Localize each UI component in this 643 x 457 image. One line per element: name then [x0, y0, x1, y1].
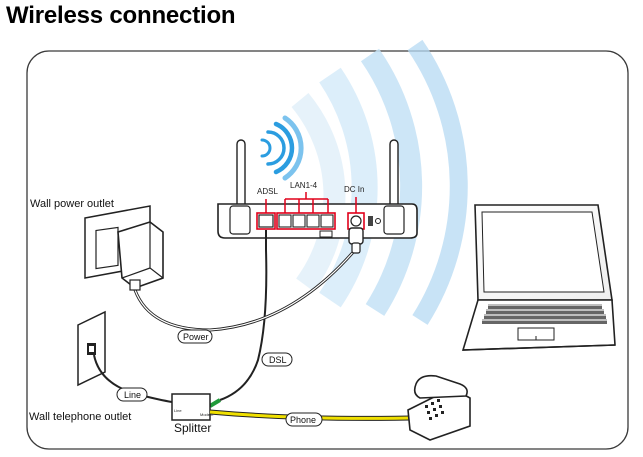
svg-text:Power: Power: [183, 332, 209, 342]
svg-text:Line: Line: [124, 390, 141, 400]
svg-text:Phone: Phone: [290, 415, 316, 425]
wall-power-outlet: [84, 205, 164, 291]
svg-text:Line: Line: [174, 408, 182, 413]
wall-telephone-outlet-label: Wall telephone outlet: [29, 411, 131, 423]
dc-in-port: [350, 215, 362, 227]
dc-plug: [348, 227, 364, 254]
diagram-frame: [26, 50, 629, 450]
wall-power-outlet-label: Wall power outlet: [30, 198, 114, 210]
router: ADSL LAN1-4 DC In: [217, 139, 418, 239]
dsl-cable-label: DSL: [261, 352, 293, 367]
line-cable-label: Line: [116, 387, 148, 402]
phone-cable-label: Phone: [285, 412, 323, 427]
wireless-signal-large-waves: [291, 39, 468, 325]
lan-label: LAN1-4: [290, 181, 318, 190]
power-cable-label: Power: [177, 329, 213, 344]
wifi-signal-icon: [260, 115, 304, 181]
svg-text:DSL: DSL: [269, 355, 287, 365]
telephone: [407, 374, 471, 441]
adsl-label: ADSL: [257, 187, 278, 196]
dsl-cable: [219, 230, 268, 401]
dc-in-label: DC In: [344, 185, 364, 194]
lan-ports: [276, 212, 336, 230]
page-title: Wireless connection: [6, 2, 236, 29]
dsl-cable-green-section: [208, 398, 222, 408]
laptop: [461, 204, 616, 351]
splitter: Line Modem: [171, 393, 214, 421]
splitter-label: Splitter: [174, 421, 211, 435]
adsl-port: [258, 214, 274, 228]
svg-text:Modem: Modem: [200, 412, 214, 417]
wall-telephone-outlet: [77, 310, 106, 387]
